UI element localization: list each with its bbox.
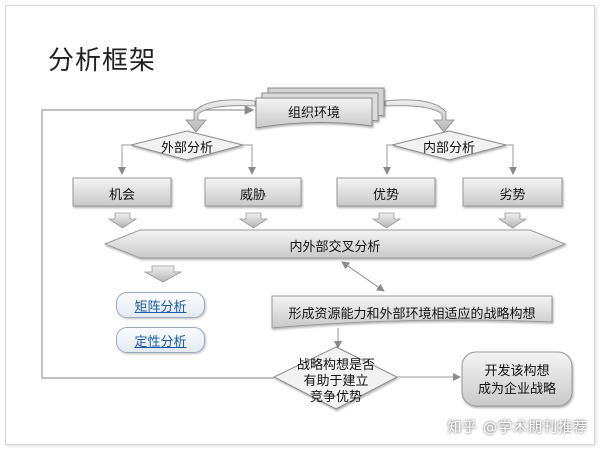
threat-label: 威胁 <box>239 188 266 203</box>
cross-analysis-banner <box>103 229 567 259</box>
weakness-label: 劣势 <box>499 188 526 203</box>
opportunity-box <box>72 177 172 207</box>
org-env-stack <box>255 87 385 129</box>
qualitative-analysis-link[interactable]: 定性分析 <box>116 327 205 353</box>
result-box <box>461 351 573 407</box>
decision-label-line2: 有助于建立 <box>303 374 369 389</box>
opportunity-label: 机会 <box>108 188 135 203</box>
external-analysis-diamond <box>129 130 245 161</box>
down-arrow-threat <box>238 212 269 229</box>
down-arrow-opportunity <box>107 212 138 229</box>
curved-arrow-left <box>185 99 256 133</box>
result-label-line1: 开发该构想 <box>484 364 550 379</box>
feedback-loop-line <box>41 105 274 379</box>
org-env-label: 组织环境 <box>287 106 340 121</box>
external-analysis-label: 外部分析 <box>160 141 213 156</box>
down-arrow-weakness <box>497 212 528 229</box>
connector-to-weakness <box>506 144 517 175</box>
internal-analysis-diamond <box>391 130 507 161</box>
weakness-box <box>462 177 563 207</box>
internal-analysis-label: 内部分析 <box>422 141 475 156</box>
down-arrow-to-methods <box>143 265 183 283</box>
connector-to-threat <box>243 144 256 175</box>
decision-label-line3: 竞争优势 <box>309 390 362 405</box>
page-title: 分析框架 <box>48 46 157 76</box>
connector-to-strength <box>383 144 392 175</box>
watermark: 知乎 @学术期刊推荐 <box>447 420 588 436</box>
matrix-analysis-link[interactable]: 矩阵分析 <box>116 292 205 318</box>
curved-arrow-right <box>384 99 455 133</box>
cross-analysis-label: 内外部交叉分析 <box>289 240 381 255</box>
strength-box <box>336 177 436 207</box>
down-arrow-strength <box>371 212 402 229</box>
strategy-concept-label: 形成资源能力和外部环境相适应的战略构想 <box>288 307 536 322</box>
decision-label-line1: 战略构想是否 <box>296 358 375 373</box>
connector-banner-strategy <box>341 261 385 292</box>
connector-to-opportunity <box>118 144 131 175</box>
threat-box <box>204 177 302 207</box>
result-label-line2: 成为企业战略 <box>477 382 556 397</box>
strength-label: 优势 <box>372 188 399 203</box>
strategy-concept-box <box>271 295 553 329</box>
decision-diamond <box>272 346 399 410</box>
